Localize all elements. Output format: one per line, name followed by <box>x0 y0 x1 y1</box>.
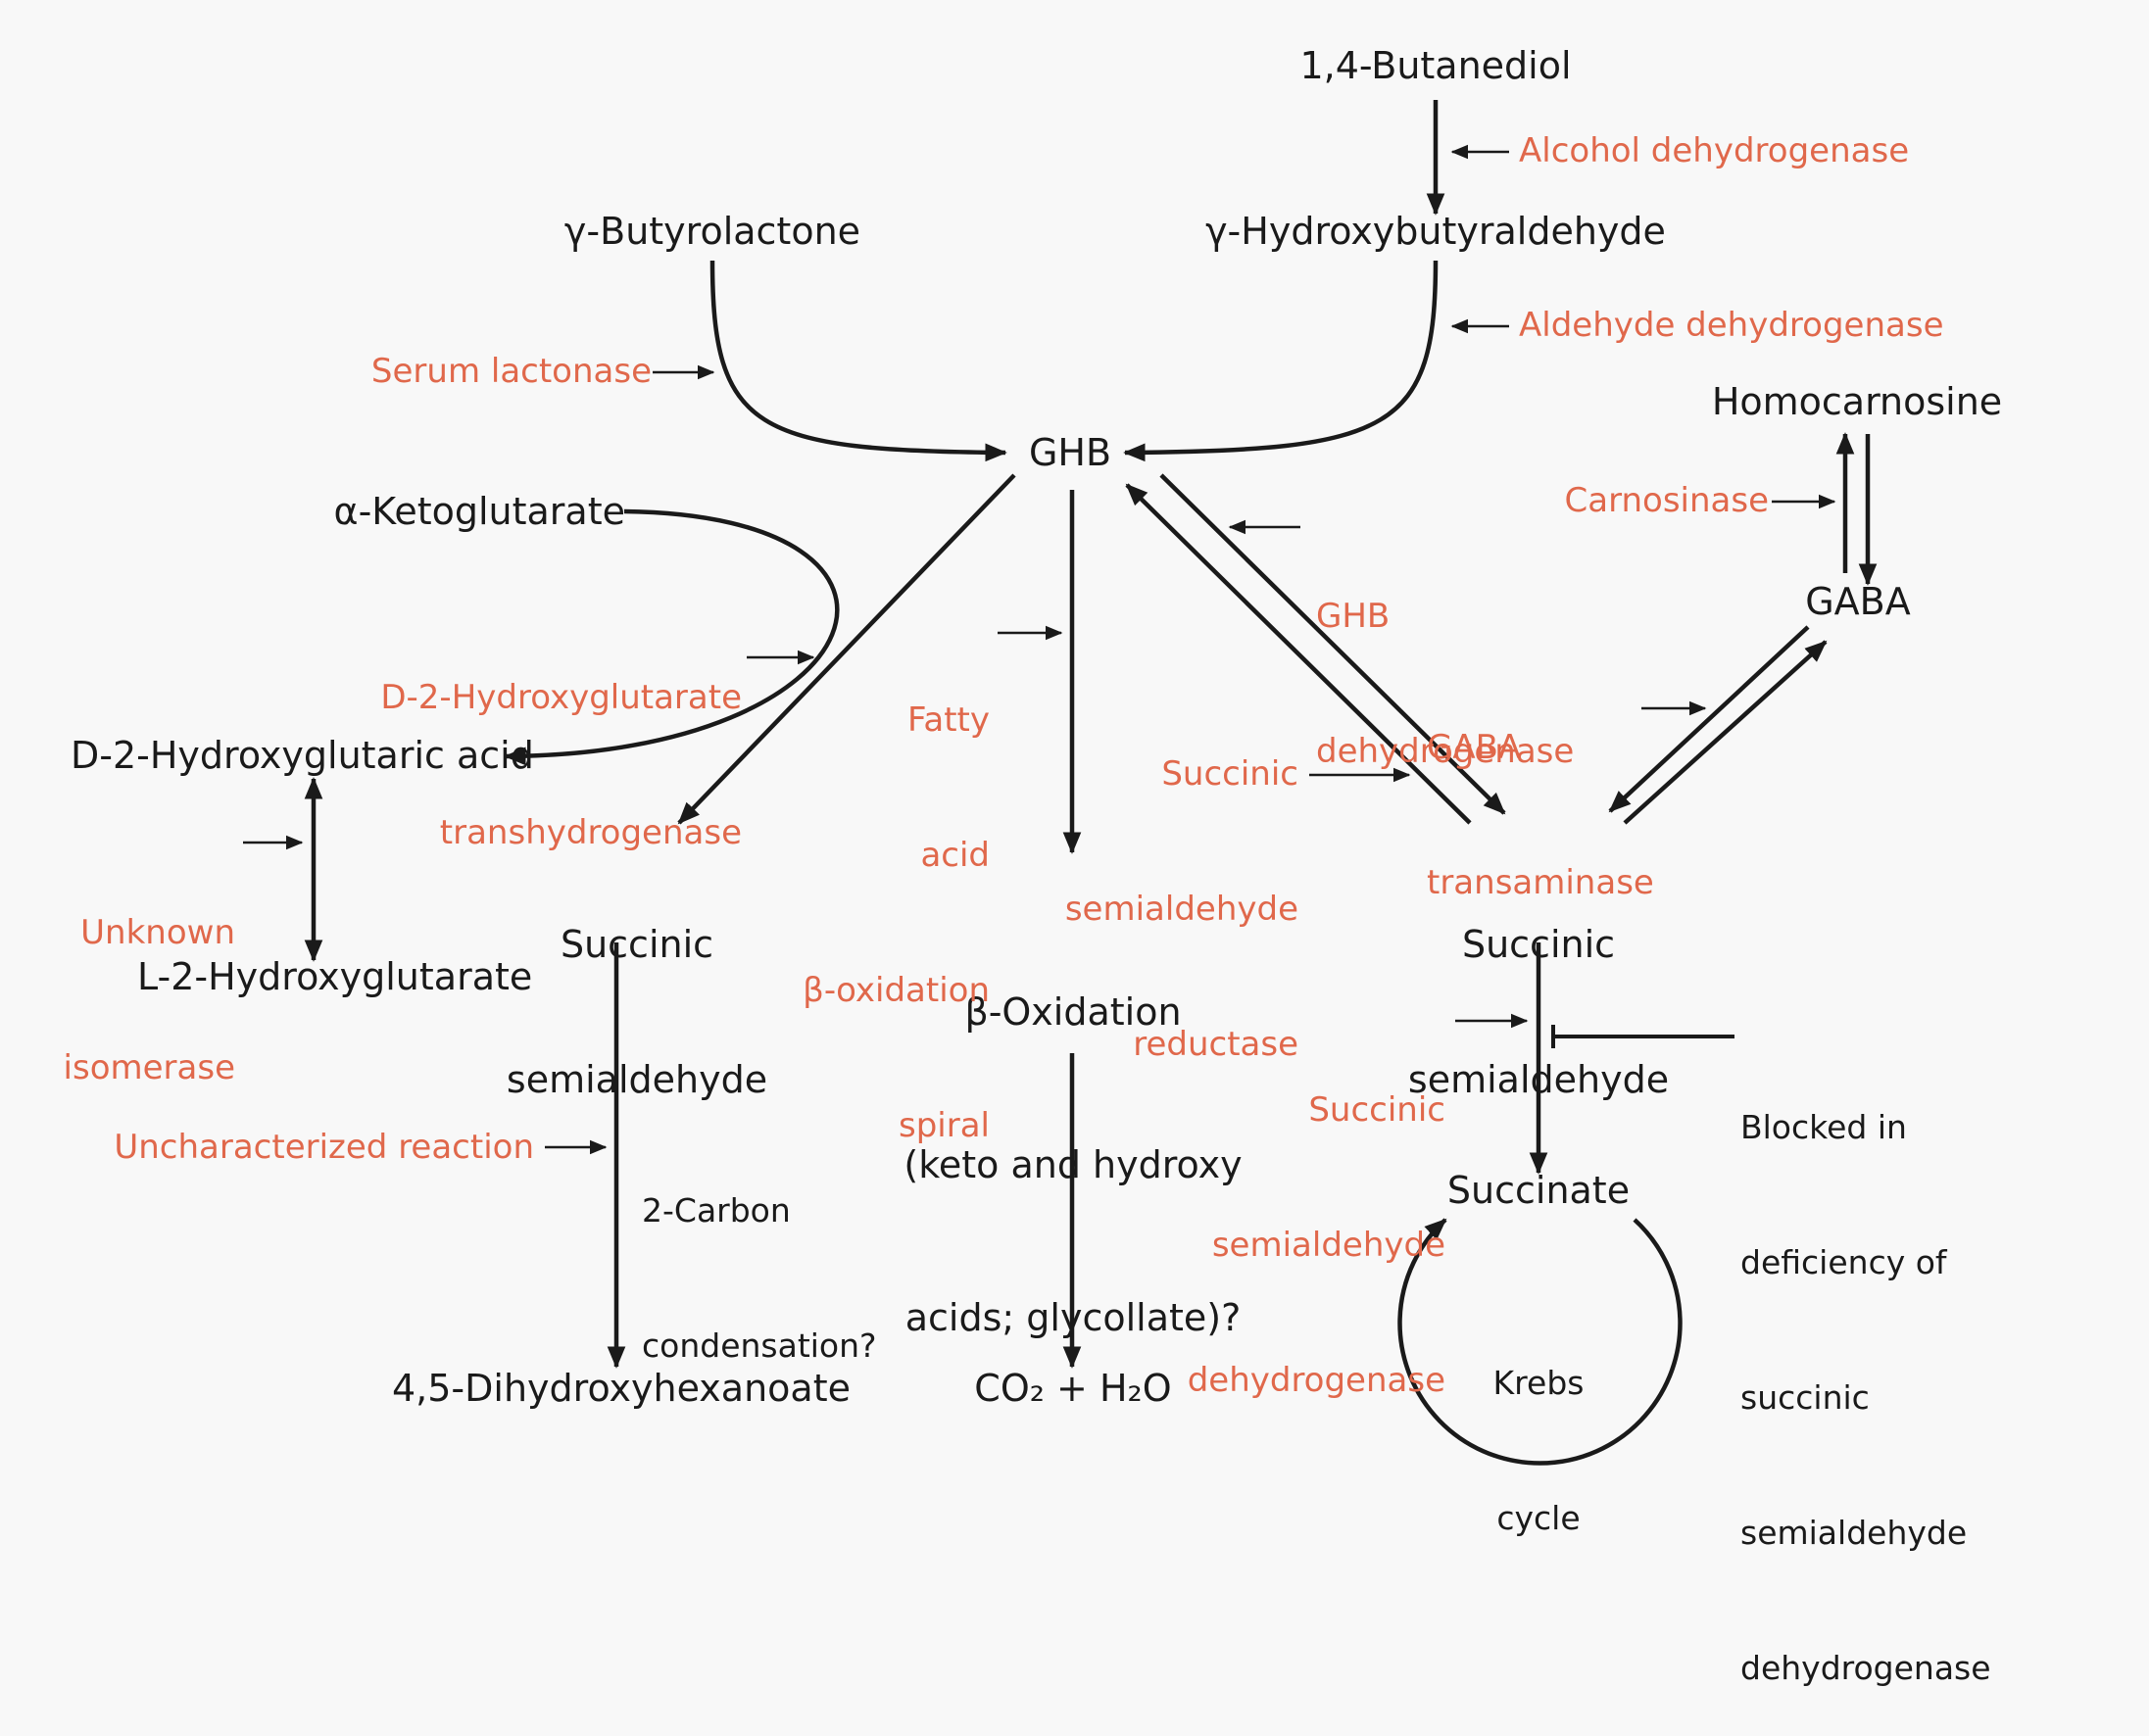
enzyme-carnosinase: Carnosinase <box>1564 481 1769 520</box>
arrow-ghb-to-ssa-left <box>677 473 1016 825</box>
metabolite-ssa-right: Succinic semialdehyde <box>1382 832 1695 1147</box>
metabolite-ssa-left: Succinic semialdehyde <box>480 832 794 1147</box>
metabolite-butyrolactone: γ-Butyrolactone <box>563 210 861 253</box>
enzyme-unknown-isomerase: Unknown isomerase <box>39 820 235 1135</box>
enzyme-serum-lactonase: Serum lactonase <box>370 352 652 391</box>
enzyme-ssa-reductase: Succinic semialdehyde reductase <box>1029 661 1298 1112</box>
blocked-line-4: semialdehyde <box>1740 1514 1968 1552</box>
note-carbon-condensation: 2-Carbon condensation? <box>642 1098 897 1414</box>
ssa-reductase-line-1: Succinic <box>1161 754 1298 794</box>
enzyme-uncharacterized: Uncharacterized reaction <box>114 1128 534 1167</box>
metabolite-gaba: GABA <box>1805 580 1911 623</box>
krebs-cycle-arc <box>1397 1218 1683 1466</box>
metabolite-butanediol: 1,4-Butanediol <box>1299 44 1572 87</box>
ghb-dh-line-2: dehydrogenase <box>1316 732 1575 771</box>
metabolite-hydroxybutyraldehyde: γ-Hydroxybutyraldehyde <box>1205 210 1666 253</box>
metabolite-co2-h2o: CO₂ + H₂O <box>974 1367 1172 1410</box>
metabolite-homocarnosine: Homocarnosine <box>1711 380 2003 423</box>
ssa-reductase-line-2: semialdehyde <box>1064 890 1298 929</box>
beta-oxidation-line-1: β-Oxidation <box>964 990 1182 1034</box>
beta-oxidation-line-3: acids; glycollate)? <box>904 1296 1242 1339</box>
arrow-ghb-to-ssa-right <box>1159 473 1506 815</box>
arrow-butyrolactone-to-ghb <box>709 260 1007 462</box>
enzyme-d2hg-transhydrogenase: D-2-Hydroxyglutarate transhydrogenase <box>372 585 742 900</box>
ssa-right-line-1: Succinic <box>1461 923 1616 966</box>
ssa-right-line-2: semialdehyde <box>1407 1058 1670 1101</box>
beta-oxidation-line-2: (keto and hydroxy <box>904 1143 1243 1186</box>
arrow-gaba-to-ssa-right <box>1608 625 1810 813</box>
unknown-isomerase-line-2: isomerase <box>63 1048 235 1087</box>
fatty-acid-line-2: acid <box>920 836 990 875</box>
metabolite-dihydroxyhexanoate: 4,5-Dihydroxyhexanoate <box>392 1367 851 1410</box>
krebs-line-1: Krebs <box>1492 1364 1585 1402</box>
metabolite-ghb: GHB <box>1028 431 1112 474</box>
arrow-ketoglutarate-to-d2hg <box>504 508 840 766</box>
krebs-line-2: cycle <box>1496 1499 1581 1537</box>
pathway-diagram <box>243 100 1878 1466</box>
note-krebs-cycle: Krebs cycle <box>1460 1271 1617 1586</box>
ssadh-line-1: Succinic <box>1308 1090 1445 1130</box>
ghb-dh-line-1: GHB <box>1316 597 1391 636</box>
ssa-left-line-2: semialdehyde <box>506 1058 768 1101</box>
enzyme-ghb-dh: GHB dehydrogenase <box>1316 504 1590 819</box>
blocked-line-5: dehydrogenase <box>1740 1649 1991 1687</box>
enzyme-alcohol-dh: Alcohol dehydrogenase <box>1519 131 1910 170</box>
arrow-ssa-right-to-ghb <box>1125 483 1472 825</box>
fatty-acid-line-1: Fatty <box>906 700 990 740</box>
ssadh-line-3: dehydrogenase <box>1187 1361 1445 1400</box>
arrow-aldehyde-to-ghb <box>1123 260 1439 462</box>
d2hg-transhydrogenase-line-2: transhydrogenase <box>439 813 742 852</box>
unknown-isomerase-line-1: Unknown <box>80 913 235 952</box>
note-blocked: Blocked in deficiency of succinic semial… <box>1740 1015 2034 1736</box>
fatty-acid-line-3: β-oxidation <box>803 971 990 1010</box>
enzyme-fatty-acid: Fatty acid β-oxidation spiral <box>784 607 990 1193</box>
enzyme-aldehyde-dh: Aldehyde dehydrogenase <box>1519 306 1944 345</box>
ssa-reductase-line-3: reductase <box>1133 1025 1298 1064</box>
enzyme-gaba-transaminase: GABA transaminase <box>1427 635 1654 950</box>
enzyme-ssadh: Succinic semialdehyde dehydrogenase <box>1156 997 1445 1448</box>
d2hg-transhydrogenase-line-1: D-2-Hydroxyglutarate <box>380 678 742 717</box>
ssadh-line-2: semialdehyde <box>1211 1226 1445 1265</box>
arrow-ssa-right-to-gaba <box>1623 640 1828 825</box>
metabolite-l2hg: L-2-Hydroxyglutarate <box>137 955 533 998</box>
metabolite-ketoglutarate: α-Ketoglutarate <box>333 490 625 533</box>
blocked-line-1: Blocked in <box>1740 1108 1907 1146</box>
gaba-transaminase-line-2: transaminase <box>1427 863 1654 902</box>
blocked-line-3: succinic <box>1740 1378 1870 1417</box>
fatty-acid-line-4: spiral <box>898 1106 990 1145</box>
blocked-line-2: deficiency of <box>1740 1243 1947 1281</box>
metabolite-beta-oxidation: β-Oxidation (keto and hydroxy acids; gly… <box>862 885 1284 1394</box>
gaba-transaminase-line-1: GABA <box>1427 728 1522 767</box>
ssa-left-line-1: Succinic <box>560 923 714 966</box>
carbon-condensation-line-1: 2-Carbon <box>642 1191 791 1230</box>
carbon-condensation-line-2: condensation? <box>642 1326 877 1365</box>
metabolite-succinate: Succinate <box>1446 1169 1631 1212</box>
